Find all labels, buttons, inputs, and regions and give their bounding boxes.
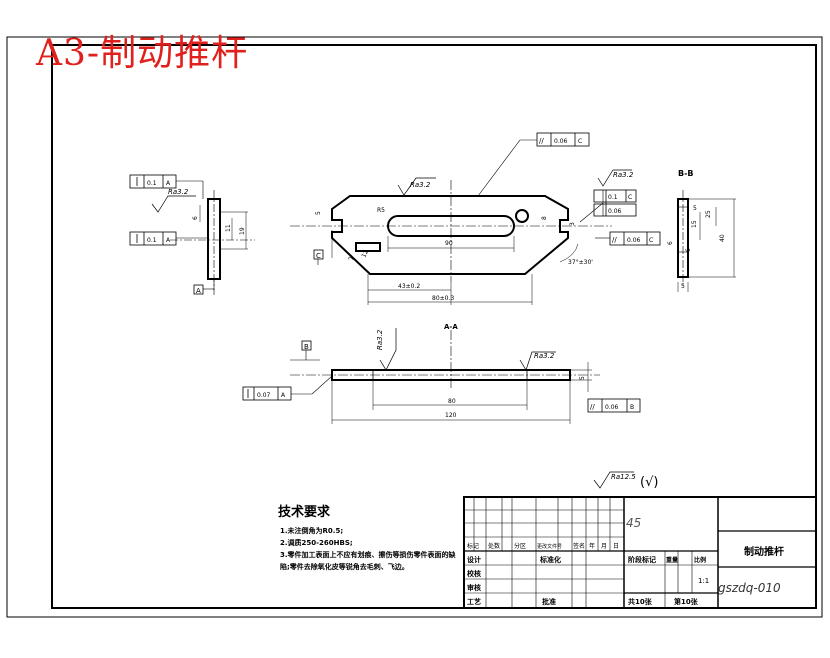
right-tol-symbol: // <box>612 236 617 244</box>
dim-5a: 5 <box>315 211 322 215</box>
bb-dim-6b: 6 <box>685 248 692 252</box>
top-tol-symbol: // <box>539 137 544 145</box>
left-tol-bottom-datum: A <box>166 237 171 244</box>
dim-3: 3 <box>569 222 576 226</box>
section-bb-label: B-B <box>678 169 694 178</box>
aa-dim-80: 80 <box>448 398 456 405</box>
inner-frame <box>51 44 817 609</box>
left-tol-top-datum: A <box>166 180 171 187</box>
default-roughness-symbol <box>593 471 634 489</box>
dim-2: 2 <box>348 256 355 260</box>
aa-dim-120: 120 <box>445 412 457 419</box>
approve-label: 批准 <box>542 597 556 606</box>
left-view <box>129 174 255 295</box>
rev-header-5: 年 <box>589 542 595 550</box>
stage-label: 阶段标记 <box>628 555 656 564</box>
bb-dim-5: 5 <box>693 205 697 212</box>
rev-header-4: 签名 <box>573 542 585 550</box>
rev-header-7: 日 <box>613 543 619 550</box>
bb-dim-6: 6 <box>667 241 674 245</box>
aa-tol-left-value: 0.07 <box>257 392 271 399</box>
left-tol-top-value: 0.1 <box>147 180 157 187</box>
right-roughness: Ra3.2 <box>613 171 634 179</box>
left-dim-6: 6 <box>192 216 199 220</box>
default-roughness-value: Ra12.5 <box>611 473 636 481</box>
aa-tol-right-symbol: // <box>590 403 595 411</box>
top-tol-value: 0.06 <box>554 138 568 145</box>
bb-dim-15: 15 <box>691 220 698 228</box>
aa-tol-left-datum: A <box>281 392 286 399</box>
section-bb <box>677 190 736 292</box>
part-name: 制动推杆 <box>744 545 784 558</box>
stack-tol-datum-1: C <box>628 194 632 201</box>
main-view <box>290 132 661 305</box>
weight-label: 重量 <box>666 556 678 564</box>
title-block <box>463 496 817 609</box>
rev-header-1: 处数 <box>488 542 500 550</box>
role-review: 审核 <box>467 583 481 592</box>
bb-dim-5b: 5 <box>681 283 685 290</box>
tech-req-line-2: 2.调质250-260HBS; <box>280 538 353 547</box>
bb-dim-40: 40 <box>719 234 726 242</box>
scale-label: 比例 <box>694 556 706 564</box>
tech-req-line-3: 3.零件加工表面上不应有划痕、擦伤等损伤零件表面的缺 <box>280 550 457 559</box>
bb-dim-25: 25 <box>705 210 712 218</box>
left-dim-11: 11 <box>225 224 232 232</box>
dim-8: 8 <box>541 216 548 220</box>
rev-header-0: 标记 <box>467 542 479 550</box>
sheet-title: A3-制动推杆 <box>36 33 249 74</box>
rev-header-6: 月 <box>601 543 607 550</box>
top-tol-datum: C <box>578 138 582 145</box>
drawing-number: gszdq-010 <box>718 581 781 595</box>
main-roughness: Ra3.2 <box>410 181 431 189</box>
datum-a-label: A <box>196 287 201 295</box>
dim-43: 43±0.2 <box>398 283 420 290</box>
aa-roughness-2: Ra3.2 <box>534 352 555 360</box>
role-check: 校核 <box>467 569 481 578</box>
right-tol-datum: C <box>649 237 653 244</box>
dim-80: 80±0.3 <box>432 295 454 302</box>
datum-b-label: B <box>304 343 309 351</box>
left-roughness: Ra3.2 <box>168 188 189 196</box>
sheet-no: 第10张 <box>674 597 699 606</box>
role-process: 工艺 <box>467 597 481 606</box>
aa-tol-right-datum: B <box>630 404 634 411</box>
rev-header-3: 更改文件号 <box>537 543 562 550</box>
dim-12: 12 <box>360 249 370 259</box>
aa-dim-5: 5 <box>579 376 586 380</box>
section-aa-label: A-A <box>444 323 458 331</box>
tech-req-line-4: 陷;零件去除氧化皮等锐角去毛刺、飞边。 <box>280 562 409 571</box>
dim-r5: R5 <box>377 207 385 214</box>
right-tol-value: 0.06 <box>627 237 641 244</box>
tech-req-heading: 技术要求 <box>278 504 331 520</box>
aa-tol-right-value: 0.06 <box>605 404 619 411</box>
stack-tol-value-2: 0.06 <box>608 208 622 215</box>
sheets-total: 共10张 <box>628 597 653 606</box>
section-aa <box>242 328 641 424</box>
left-tol-bottom-value: 0.1 <box>147 237 157 244</box>
left-dim-19: 19 <box>239 227 246 235</box>
rev-header-2: 分区 <box>514 542 526 550</box>
dim-90: 90 <box>445 240 453 247</box>
std-label: 标准化 <box>539 555 561 564</box>
datum-c-label: C <box>316 252 321 260</box>
dim-angle: 37°±30' <box>568 259 593 266</box>
default-roughness-paren: (√) <box>640 475 658 490</box>
outer-frame <box>6 36 823 618</box>
stack-tol-value-1: 0.1 <box>608 194 618 201</box>
material: 45 <box>626 516 641 530</box>
tech-req-line-1: 1.未注倒角为R0.5; <box>280 526 343 535</box>
aa-roughness-1: Ra3.2 <box>376 329 384 350</box>
scale-value: 1:1 <box>698 577 709 585</box>
role-design: 设计 <box>467 555 481 564</box>
